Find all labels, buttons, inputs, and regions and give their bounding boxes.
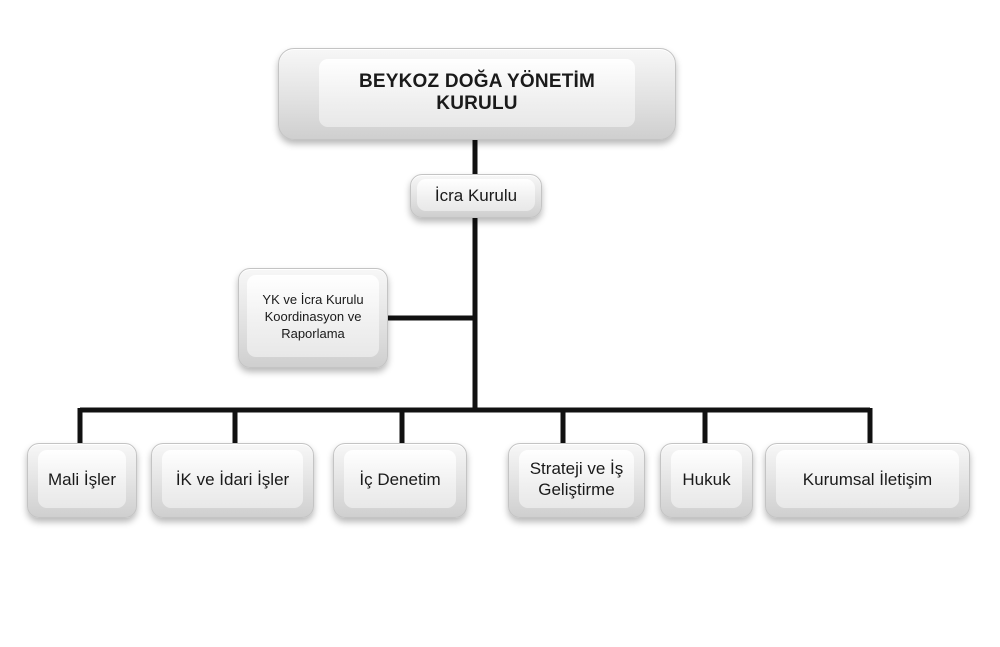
department-node-finance: Mali İşler <box>27 443 137 518</box>
executive-label: İcra Kurulu <box>434 185 518 205</box>
coordination-line-3: Raporlama <box>281 325 345 341</box>
department-node-audit: İç Denetim <box>333 443 467 518</box>
board-label: BEYKOZ DOĞA YÖNETİM KURULU <box>358 71 596 114</box>
department-node-legal: Hukuk <box>660 443 753 518</box>
department-node-strategy: Strateji ve İş Geliştirme <box>508 443 645 518</box>
department-node-communications: Kurumsal İletişim <box>765 443 970 518</box>
strategy-line-1: Strateji ve İş <box>529 459 624 478</box>
executive-node: İcra Kurulu <box>410 174 542 218</box>
department-label: Kurumsal İletişim <box>802 469 933 489</box>
coordination-line-2: Koordinasyon ve <box>264 308 362 324</box>
department-label: İç Denetim <box>359 469 441 489</box>
department-node-hr: İK ve İdari İşler <box>151 443 314 518</box>
coordination-node: YK ve İcra Kurulu Koordinasyon ve Raporl… <box>238 268 388 368</box>
department-label: İK ve İdari İşler <box>175 469 290 489</box>
department-label: Hukuk <box>682 469 731 489</box>
department-label: Mali İşler <box>47 469 116 489</box>
strategy-line-2: Geliştirme <box>538 480 615 499</box>
coordination-line-1: YK ve İcra Kurulu <box>262 291 364 307</box>
board-node: BEYKOZ DOĞA YÖNETİM KURULU <box>278 48 676 140</box>
